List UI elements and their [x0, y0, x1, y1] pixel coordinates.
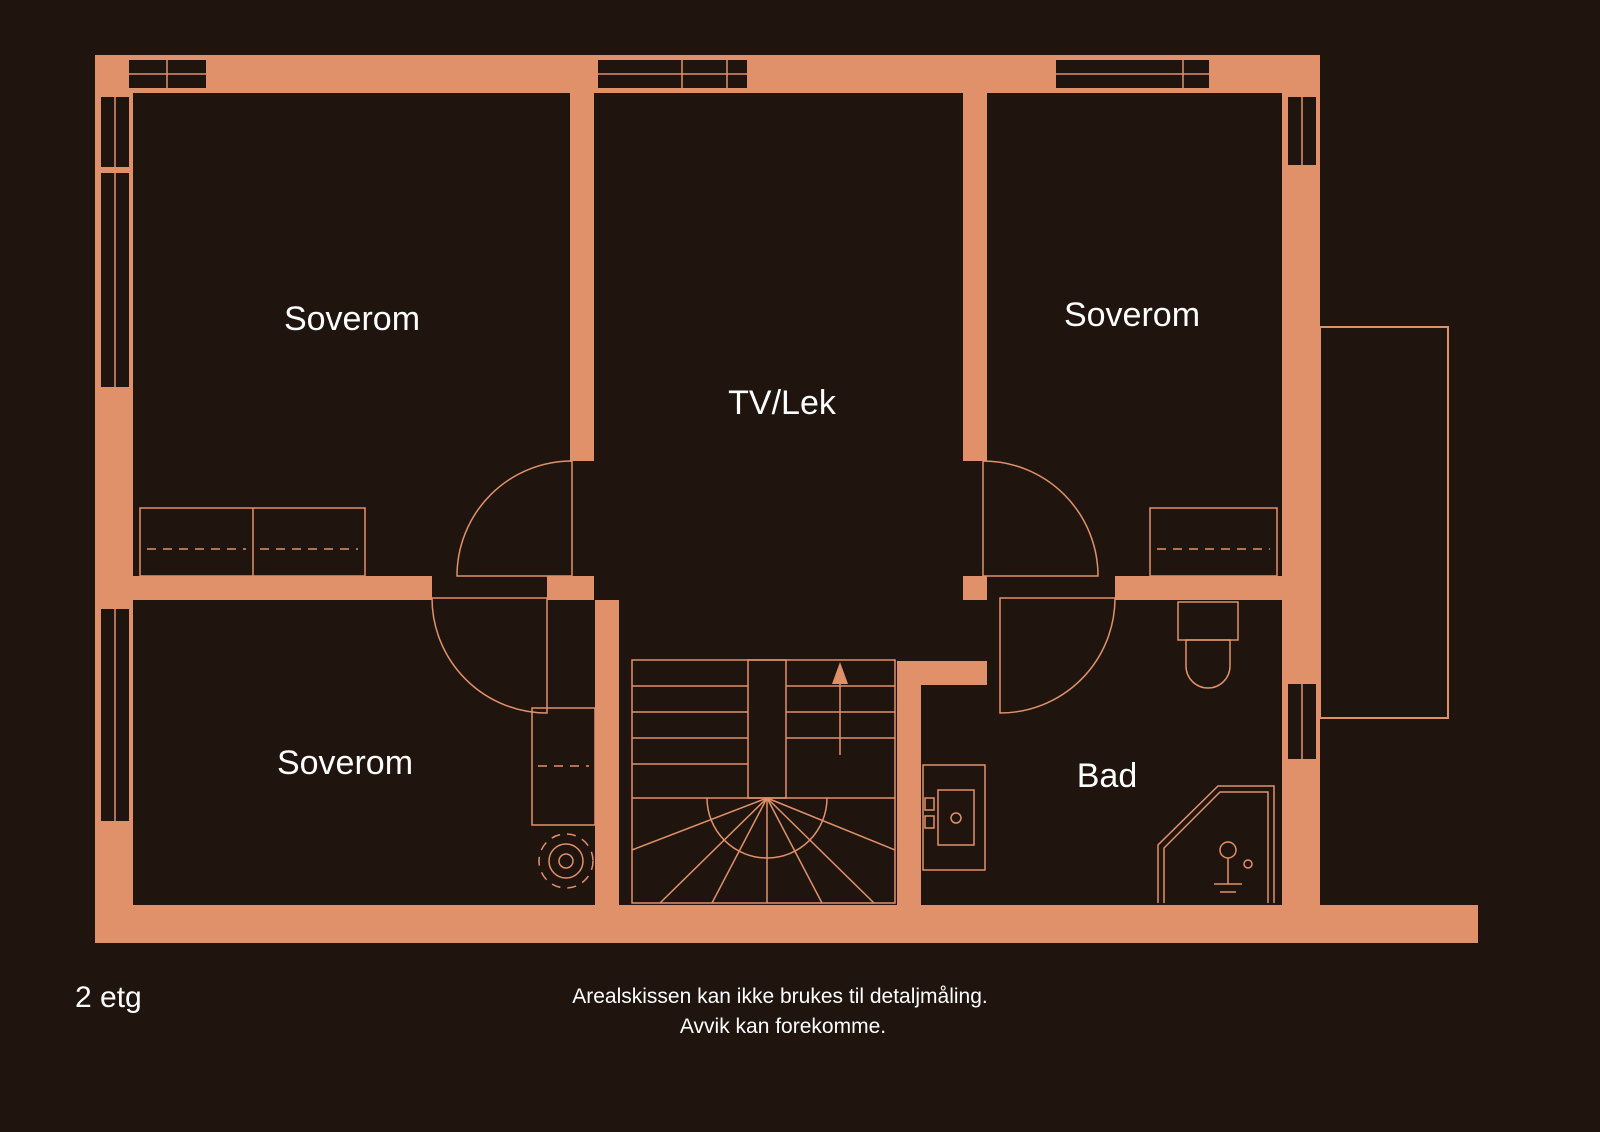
ceiling-fan-icon: [538, 833, 594, 889]
window-left-upper: [99, 95, 131, 169]
room-label-bedroom-top-right: Soverom: [1064, 296, 1200, 334]
shower-head-icon: [1214, 841, 1253, 893]
door-arc-bedroom-bottom-left: [431, 597, 548, 714]
stair-direction-arrow-icon: [832, 662, 848, 755]
disclaimer-line-1: Arealskissen kan ikke brukes til detaljm…: [572, 985, 988, 1008]
terrace-outline: [1319, 326, 1449, 719]
toilet: [1177, 601, 1239, 689]
windows: [99, 58, 1318, 823]
room-labels: Soverom TV/Lek Soverom Soverom Bad: [277, 296, 1200, 795]
floor-level-label: 2 etg: [75, 981, 142, 1014]
room-label-bedroom-top-left: Soverom: [284, 300, 420, 338]
bed-top-left: [139, 507, 366, 577]
room-label-bathroom: Bad: [1077, 757, 1138, 795]
window-right-lower: [1286, 682, 1318, 761]
window-top-left: [127, 58, 208, 90]
door-arc-bedroom-top-right: [982, 460, 1099, 577]
window-top-right: [1054, 58, 1211, 90]
room-label-tv-room: TV/Lek: [728, 384, 837, 422]
disclaimer-line-2: Avvik kan forekomme.: [680, 1015, 886, 1038]
door-arc-bathroom: [999, 597, 1116, 714]
footer: 2 etg Arealskissen kan ikke brukes til d…: [75, 981, 988, 1038]
staircase: [631, 659, 896, 904]
room-label-bedroom-bottom-left: Soverom: [277, 744, 413, 782]
walls: [95, 55, 1478, 943]
wardrobe: [531, 707, 596, 826]
bed-top-right: [1149, 507, 1278, 577]
shower: [1157, 785, 1275, 903]
window-left-middle: [99, 171, 131, 389]
door-arc-bedroom-top-left: [456, 460, 573, 577]
window-top-center: [596, 58, 749, 90]
window-left-lower: [99, 607, 131, 823]
doors: [431, 460, 1116, 714]
window-right-upper: [1286, 95, 1318, 167]
bathroom-sink: [922, 764, 986, 871]
